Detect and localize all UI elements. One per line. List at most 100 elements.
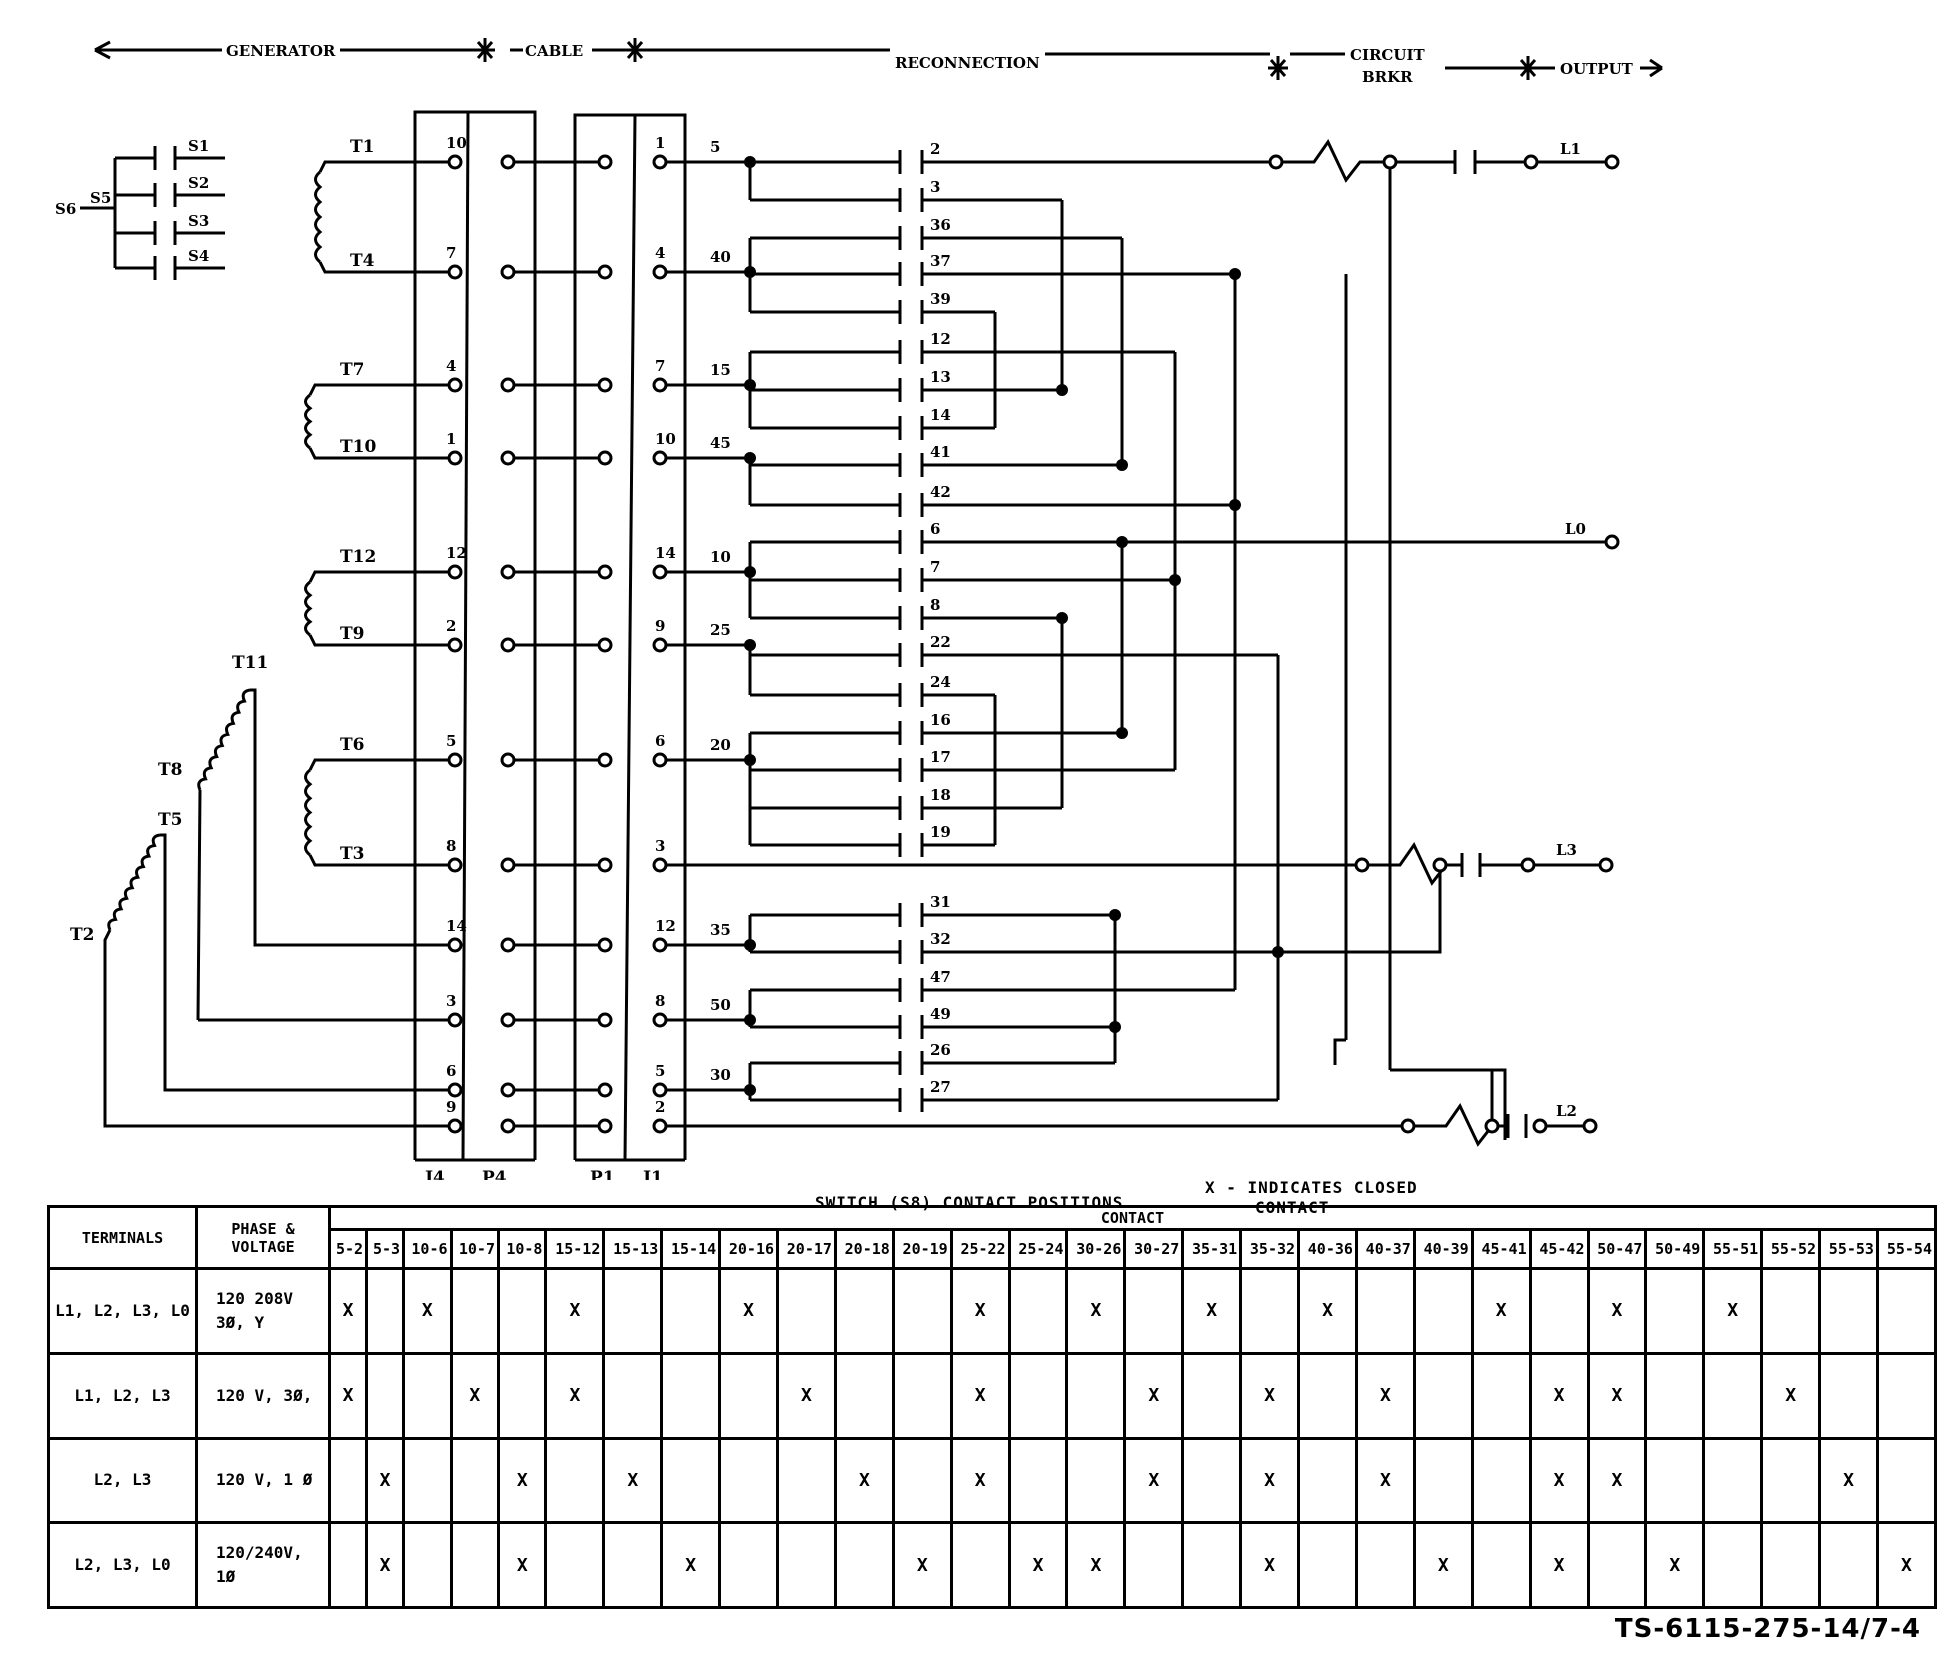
- column-header: 45-41: [1470, 1228, 1532, 1270]
- contact-cell: [1065, 1436, 1127, 1525]
- junction-dot: [744, 939, 756, 951]
- j1-pin: [652, 752, 668, 768]
- winding-coil: [304, 393, 313, 450]
- winding-coil: [197, 688, 251, 791]
- contact-cell: [1412, 1351, 1474, 1440]
- j1-pin-label: 6: [655, 732, 665, 750]
- contact-cell: X: [496, 1521, 548, 1609]
- j1-pin-label: 5: [655, 1062, 665, 1080]
- column-header: 55-52: [1760, 1228, 1822, 1270]
- phase-voltage-cell: 120 208V 3Ø, Y: [195, 1267, 331, 1355]
- contact-cell: [1875, 1436, 1938, 1525]
- section-divider-icon: [626, 41, 644, 59]
- contact-cell: [1412, 1267, 1474, 1355]
- j1-pin: [652, 937, 668, 953]
- winding-label: T8: [158, 760, 182, 780]
- j1-pin-label: 3: [655, 837, 665, 855]
- contact-cell: X: [1065, 1267, 1127, 1355]
- j4-pin: [447, 637, 463, 653]
- contact-number-label: 2: [930, 140, 940, 158]
- wire-number-label: 40: [710, 248, 731, 266]
- winding-label: T10: [340, 437, 376, 457]
- winding-lead: [103, 929, 449, 1128]
- contact-cell: X: [365, 1436, 406, 1525]
- contact-cell: [496, 1351, 548, 1440]
- contact-number-label: 22: [930, 633, 951, 651]
- section-output: OUTPUT: [1560, 60, 1634, 78]
- contact-number-label: 41: [930, 443, 951, 461]
- j1-pin: [652, 154, 668, 170]
- output-label-l1: L1: [1560, 140, 1581, 158]
- winding-lead: [318, 261, 449, 274]
- contact-cell: X: [949, 1436, 1011, 1525]
- arrow-head: [1649, 66, 1663, 78]
- connector-label-p4: P4: [482, 1168, 507, 1180]
- column-header: 10-8: [496, 1228, 548, 1270]
- contact-cell: X: [1239, 1436, 1301, 1525]
- wire: [922, 871, 1442, 954]
- contact-cell: [776, 1267, 837, 1355]
- p4-pin: [500, 564, 516, 580]
- breaker-terminal: [1382, 154, 1398, 170]
- column-header: 50-49: [1644, 1228, 1706, 1270]
- contact-cell: X: [1586, 1267, 1648, 1355]
- output-terminal-l2: [1582, 1118, 1598, 1134]
- contact-cell: X: [1181, 1267, 1243, 1355]
- contact-cell: X: [1239, 1521, 1301, 1609]
- j4-pin-label: 3: [446, 992, 456, 1010]
- p4-pin: [500, 264, 516, 280]
- contact-cell: [949, 1521, 1011, 1609]
- wire-number-label: 20: [710, 736, 731, 754]
- junction-dot: [1229, 268, 1241, 280]
- contact-cell: [1818, 1267, 1879, 1355]
- connector-j4-p4: [413, 110, 537, 1160]
- contact-cell: [1470, 1521, 1532, 1609]
- contact-cell: [1007, 1436, 1069, 1525]
- winding-lead: [308, 854, 449, 867]
- contact-number-label: 19: [930, 823, 951, 841]
- contact-number-label: 13: [930, 368, 951, 386]
- contact-cell: X: [891, 1521, 953, 1609]
- j4-pin-label: 2: [446, 617, 456, 635]
- column-header: 55-51: [1702, 1228, 1764, 1270]
- contact-cell: [1818, 1521, 1879, 1609]
- j4-pin-label: 8: [446, 837, 456, 855]
- j4-pin-label: 9: [446, 1098, 456, 1116]
- j4-pin: [447, 1082, 463, 1098]
- j4-pin-label: 12: [446, 544, 467, 562]
- j4-pin: [447, 264, 463, 280]
- contact-cell: [1760, 1436, 1822, 1525]
- j4-pin-label: 1: [446, 430, 456, 448]
- switch-common-label: S6: [55, 200, 76, 218]
- p4-pin: [500, 450, 516, 466]
- p4-pin: [500, 937, 516, 953]
- j1-pin: [652, 1082, 668, 1098]
- contact-cell: X: [1007, 1521, 1069, 1609]
- contact-cell: [776, 1436, 837, 1525]
- column-header: 30-27: [1123, 1228, 1185, 1270]
- j4-pin-label: 6: [446, 1062, 456, 1080]
- p4-pin: [500, 1012, 516, 1028]
- j1-pin-label: 12: [655, 917, 676, 935]
- contact-cell: [833, 1267, 895, 1355]
- contact-number-label: 17: [930, 748, 951, 766]
- contact-cell: X: [718, 1267, 780, 1355]
- contact-number-label: 27: [930, 1078, 951, 1096]
- contact-cell: [544, 1521, 606, 1609]
- contact-number-label: 39: [930, 290, 951, 308]
- column-header: 50-47: [1586, 1228, 1648, 1270]
- wire-number-label: 35: [710, 921, 731, 939]
- section-circuit-breaker: CIRCUIT: [1350, 46, 1425, 64]
- contact-cell: [1123, 1267, 1185, 1355]
- contact-cell: X: [1818, 1436, 1879, 1525]
- section-divider-icon: [1269, 59, 1287, 77]
- section-divider-icon: [1519, 59, 1537, 77]
- contact-cell: [602, 1521, 664, 1609]
- j4-pin: [447, 857, 463, 873]
- contact-cell: [833, 1351, 895, 1440]
- junction-dot: [744, 1014, 756, 1026]
- j1-pin: [652, 377, 668, 393]
- nodes: [447, 154, 1620, 1134]
- p4-pin: [500, 637, 516, 653]
